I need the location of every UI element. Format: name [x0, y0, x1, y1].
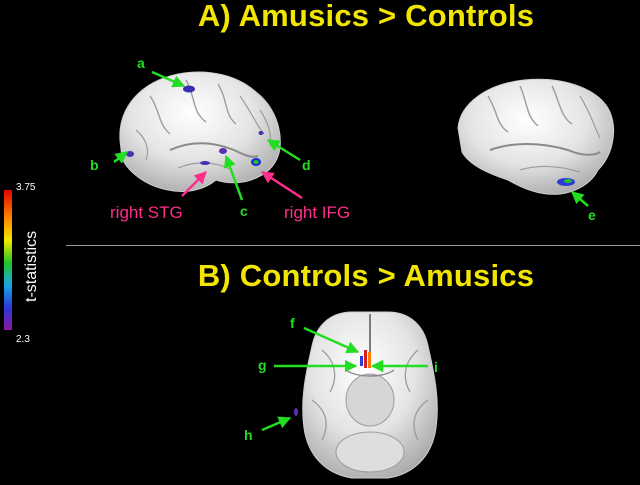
colorbar-max: 3.75: [16, 182, 36, 193]
label-right-ifg: right IFG: [284, 203, 350, 222]
label-b: b: [90, 157, 99, 173]
panel-divider: [66, 245, 640, 246]
arrow-c: [223, 154, 244, 201]
activation-blob: [564, 179, 572, 183]
label-c: c: [240, 203, 248, 219]
arrow-right-stg: [181, 171, 207, 197]
colorbar-label: t-statistics: [23, 231, 40, 302]
arrow-right-ifg: [260, 170, 303, 200]
activation-blob: [360, 356, 363, 366]
activation-blob: [219, 148, 227, 154]
activation-blob: [183, 85, 195, 93]
brain-ventral: [302, 311, 438, 479]
label-d: d: [302, 157, 311, 173]
activation-blob: [126, 151, 134, 157]
panel-b-title: B) Controls > Amusics: [197, 258, 535, 293]
arrow-d: [266, 138, 301, 162]
arrow-h: [261, 416, 292, 432]
label-g: g: [258, 357, 267, 373]
colorbar-gradient: [4, 190, 12, 330]
label-h: h: [244, 427, 253, 443]
activation-blob: [200, 161, 210, 165]
panel-a-title: A) Amusics > Controls: [197, 0, 535, 33]
label-i: i: [434, 359, 438, 375]
label-a: a: [137, 55, 145, 71]
brain-lateral-right: [119, 71, 281, 193]
activation-blob: [294, 408, 298, 416]
arrow-a: [151, 70, 186, 88]
label-f: f: [290, 315, 295, 331]
label-e: e: [588, 207, 596, 223]
arrow-e: [571, 191, 589, 207]
arrow-b: [113, 151, 128, 164]
activation-blob: [253, 160, 259, 164]
arrow-f: [303, 326, 360, 354]
label-right-stg: right STG: [110, 203, 183, 222]
activation-blob: [258, 131, 264, 135]
colorbar-min: 2.3: [16, 334, 30, 345]
activation-blob: [364, 350, 367, 368]
activation-blob: [368, 352, 371, 368]
brain-lateral-left: [457, 78, 615, 195]
